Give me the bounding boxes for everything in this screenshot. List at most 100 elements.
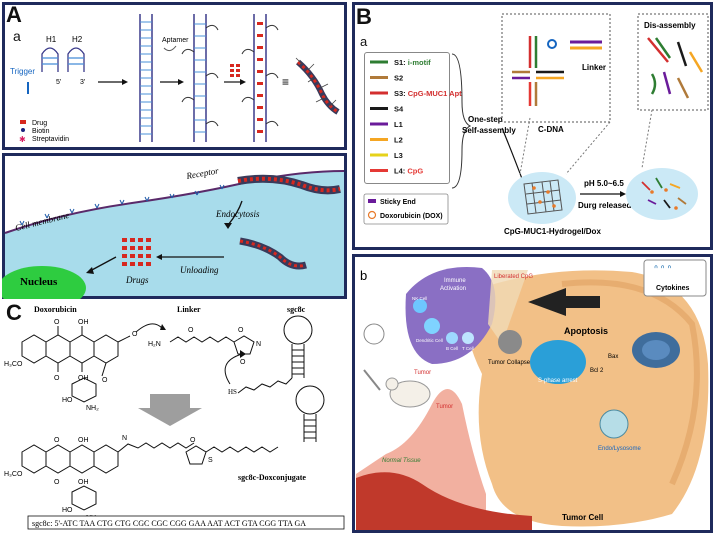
arrow-unloading-head	[156, 254, 162, 260]
strand-label-1: S2	[394, 74, 403, 83]
arrow-nucleus	[89, 256, 117, 272]
brace	[451, 53, 472, 189]
label-endo: Endo/Lysosome	[598, 446, 641, 452]
blood-vessel	[356, 472, 532, 530]
conjugate-atoms: OOH OOH H₃CONH₂HO NOS	[4, 435, 213, 522]
tumor-cell-edge	[561, 279, 700, 486]
mitochondrion-inner	[642, 340, 670, 360]
panel-a-letter: A	[6, 2, 22, 27]
curved-arrow-2-head	[240, 350, 246, 358]
panel-b-letter: B	[356, 4, 372, 29]
hairpin-h1	[41, 47, 59, 72]
label-bcl2: Bcl 2	[590, 368, 604, 374]
nanocentipede-surface	[237, 174, 341, 195]
label-h2: H2	[72, 35, 83, 44]
cdna-zoom-box	[501, 13, 611, 123]
arrow-3-head	[240, 79, 246, 85]
panel-a-top	[2, 2, 347, 150]
aptamer-loop	[547, 39, 557, 49]
cell-membrane	[4, 170, 345, 234]
svg-text:OH: OH	[78, 375, 89, 382]
drug-pile	[230, 64, 240, 77]
aptamer-strand	[163, 45, 177, 52]
label-doxorubicin: Doxorubicin	[34, 305, 77, 314]
disassembly-zoom-box	[637, 13, 709, 111]
thiol-label: HS	[228, 388, 237, 396]
hydrogel-cloud	[508, 172, 576, 224]
label-sgc8c: sgc8c	[287, 305, 306, 314]
equivalent-sign: ≡	[282, 75, 289, 89]
arrow-assembly	[501, 127, 525, 185]
strand-label-4: L1	[394, 120, 403, 129]
strand-label-3: S4	[394, 105, 404, 114]
s-phase-nucleus	[530, 340, 586, 384]
svg-text:O: O	[188, 327, 194, 334]
curved-arrow-2	[224, 353, 243, 385]
label-trigger: Trigger	[10, 67, 35, 76]
hairpin-h2	[67, 47, 85, 72]
svg-text:HO: HO	[62, 507, 73, 514]
label-tumor-cell: Tumor Cell	[562, 513, 603, 522]
t-cell	[462, 332, 474, 344]
label-collapse: Tumor Collapse	[488, 360, 531, 366]
conjugate-structure	[21, 385, 325, 511]
label-hydrogel: CpG-MUC1-Hydrogel/Dox	[504, 227, 601, 236]
svg-text:OH: OH	[78, 479, 89, 486]
label-released: Durg released	[578, 201, 631, 210]
svg-text:H₃CO: H₃CO	[4, 471, 23, 478]
dox-structure-top	[21, 326, 131, 403]
panel-b-sub-b: b	[360, 268, 367, 283]
receptors	[19, 184, 225, 226]
label-aptamer: Aptamer	[162, 37, 189, 44]
legend-streptavidin-swatch: ✱	[19, 135, 26, 144]
label-sphase: S-phase arrest	[538, 378, 578, 384]
zoom-lines-2	[641, 109, 653, 169]
label-disassembly: Dis-assembly	[644, 21, 696, 30]
panel-b-a-diagram: One-step Self-assembly C-DNA Linker Dis-…	[363, 13, 709, 236]
svg-text:O: O	[54, 319, 60, 326]
apoptosis-arrow	[528, 288, 600, 316]
svg-text:OH: OH	[78, 319, 89, 326]
mouse-body	[389, 380, 431, 408]
sgc8c-hairpin-top	[237, 315, 313, 394]
label-nk: NK Cell	[412, 296, 427, 301]
svg-text:HO: HO	[62, 397, 73, 404]
arrow-nucleus-head	[86, 267, 94, 274]
panel-b-b-diagram: b Immune Activation NK Cell Dendritic Ce…	[356, 259, 709, 530]
label-drugs: Drugs	[125, 275, 149, 285]
legend-drug-label: Drug	[32, 120, 47, 127]
linker-strands	[570, 40, 602, 50]
disassembly-strands	[647, 37, 704, 99]
svg-text:O: O	[190, 437, 196, 444]
label-normal: Normal Tissue	[382, 458, 421, 464]
svg-text:O: O	[102, 377, 108, 384]
label-tumor-mouse: Tumor	[414, 370, 431, 376]
label-ph: pH 5.0~6.5	[584, 179, 624, 188]
svg-text:O: O	[238, 327, 244, 334]
label-tumor-mass: Tumor	[436, 404, 453, 410]
svg-text:O: O	[240, 359, 246, 366]
released-strands	[641, 177, 687, 209]
zoom-lines-1	[519, 117, 611, 175]
label-immune-1: Immune	[444, 278, 466, 284]
strand-label-6: L3	[394, 151, 403, 160]
label-dox: Doxorubicin (DOX)	[380, 213, 443, 220]
dendritic-cell	[424, 318, 440, 334]
panel-a-a-diagram: H1 H2 5' 3' Trigger Aptamer	[10, 14, 340, 144]
svg-text:N: N	[122, 435, 127, 442]
ladder-3	[241, 14, 279, 142]
panel-a-sub-a: a	[13, 28, 21, 44]
label-tcell: T Cell	[462, 346, 474, 351]
legend-biotin-label: Biotin	[32, 128, 50, 135]
nanocentipede-endosome	[239, 237, 307, 270]
linker-structure	[169, 335, 255, 355]
label-cdna: C-DNA	[538, 125, 564, 134]
label-bcell: B Cell	[446, 346, 458, 351]
nanocentipede-a	[295, 57, 340, 115]
label-immune-2: Activation	[440, 286, 466, 292]
svg-text:S: S	[208, 457, 213, 464]
svg-text:OH: OH	[78, 437, 89, 444]
